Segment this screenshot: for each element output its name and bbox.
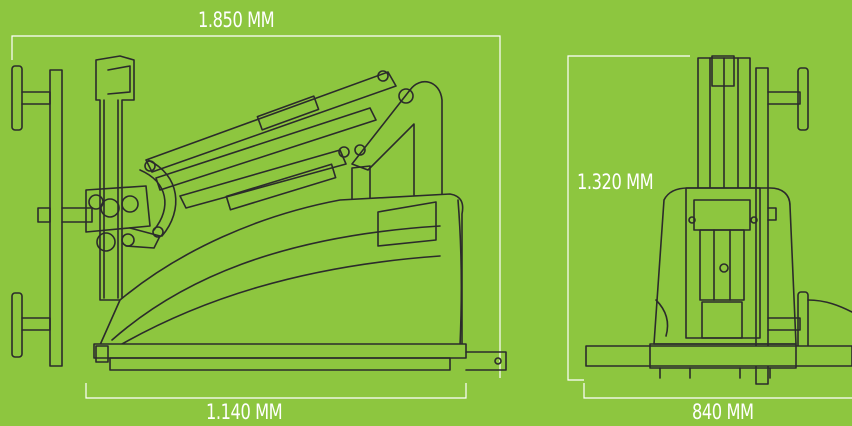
dimension-label-base-length: 1.140 MM <box>206 400 283 424</box>
rotation-head <box>85 185 164 252</box>
dimension-label-height: 1.320 MM <box>577 170 654 194</box>
dim-length-line <box>85 383 467 399</box>
frame-knob <box>37 207 51 223</box>
suction-cup-bottom <box>11 292 51 358</box>
boom-arms <box>144 70 397 211</box>
dim-width-line <box>11 35 501 378</box>
suction-cup-top <box>11 65 51 131</box>
dimension-lines <box>11 35 852 399</box>
upright-post <box>95 55 135 301</box>
arc-arm-inner <box>139 169 166 231</box>
dim-height-line <box>567 55 690 381</box>
front-view <box>585 55 852 385</box>
dim-depth-line <box>583 383 852 399</box>
front-suction-cup-top <box>797 67 809 131</box>
side-view <box>11 55 507 371</box>
elbow-tower <box>351 80 443 201</box>
arc-arm-outer <box>147 159 177 237</box>
lifter-body <box>99 193 464 349</box>
dimension-label-depth: 840 MM <box>692 400 754 424</box>
vacuum-frame-bar <box>49 69 63 367</box>
front-base <box>585 343 852 379</box>
front-mast <box>697 55 751 191</box>
frame-connector <box>61 207 93 223</box>
dimension-label-overall-width: 1.850 MM <box>198 8 275 32</box>
lifter-base <box>93 343 507 371</box>
front-body <box>653 187 797 345</box>
